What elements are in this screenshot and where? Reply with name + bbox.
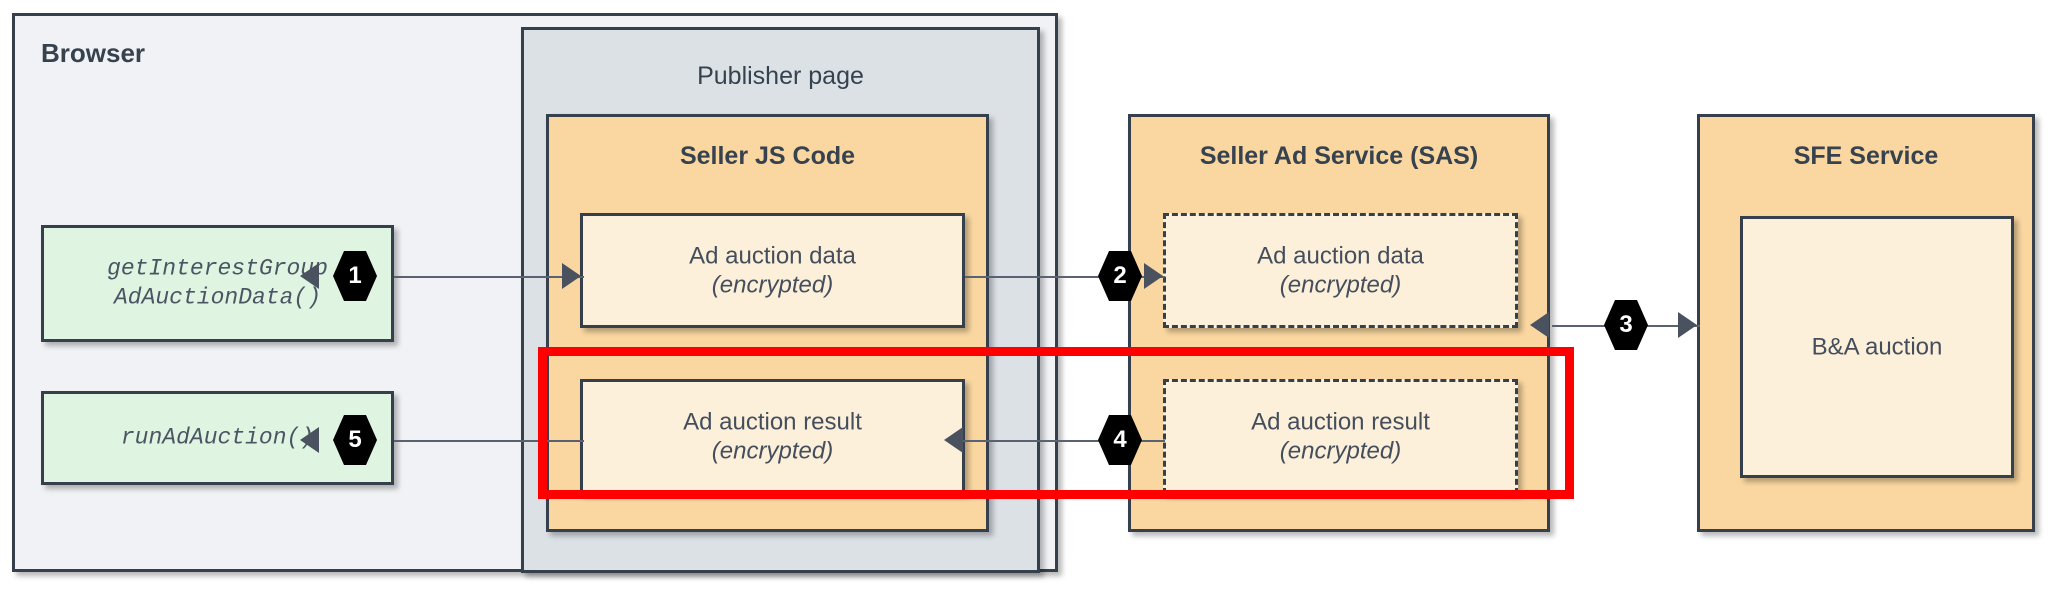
- sas-ad-auction-result-box: Ad auction result (encrypted): [1163, 379, 1518, 494]
- sas-ad-auction-result-text: Ad auction result (encrypted): [1166, 407, 1515, 466]
- arrowhead-to-run-ad-auction: [300, 427, 319, 453]
- arrowhead-to-seller-js-result: [944, 427, 963, 453]
- arrowhead-to-sas-data: [1144, 263, 1163, 289]
- sas-ad-auction-data-box: Ad auction data (encrypted): [1163, 213, 1518, 328]
- step-3-badge: 3: [1604, 300, 1648, 350]
- payload-line-1: Ad auction data: [689, 242, 856, 270]
- payload-line-2: (encrypted): [1279, 437, 1402, 465]
- payload-line-2: (encrypted): [1279, 271, 1402, 299]
- sfe-service-label: SFE Service: [1793, 142, 1939, 170]
- sfe-ba-auction-box: B&A auction: [1740, 216, 2014, 478]
- payload-line-1: Ad auction data: [1257, 242, 1424, 270]
- step-1-badge: 1: [333, 251, 377, 301]
- arrowhead-sfe-to-sas: [1530, 312, 1549, 338]
- connector-1-right: [394, 276, 584, 278]
- publisher-page-label: Publisher page: [697, 62, 864, 90]
- browser-label: Browser: [41, 38, 146, 68]
- payload-line-2: (encrypted): [711, 437, 834, 465]
- connector-5: [394, 440, 584, 442]
- seller-js-ad-auction-result-text: Ad auction result (encrypted): [583, 407, 962, 466]
- seller-ad-service-label: Seller Ad Service (SAS): [1199, 142, 1479, 170]
- payload-line-1: Ad auction result: [1251, 408, 1430, 436]
- sfe-ba-auction-text: B&A auction: [1811, 333, 1943, 361]
- sas-ad-auction-data-text: Ad auction data (encrypted): [1166, 241, 1515, 300]
- arrowhead-to-get-interest-group: [300, 263, 319, 289]
- seller-js-ad-auction-result-box: Ad auction result (encrypted): [580, 379, 965, 494]
- payload-line-2: (encrypted): [711, 271, 834, 299]
- step-4-badge: 4: [1098, 415, 1142, 465]
- payload-line-1: Ad auction result: [683, 408, 862, 436]
- step-2-badge: 2: [1098, 251, 1142, 301]
- connector-4: [960, 440, 1165, 442]
- arrowhead-to-seller-js-data: [562, 263, 581, 289]
- arrowhead-sas-to-sfe: [1678, 312, 1697, 338]
- connector-2: [965, 276, 1165, 278]
- step-5-badge: 5: [333, 415, 377, 465]
- seller-js-ad-auction-data-text: Ad auction data (encrypted): [583, 241, 962, 300]
- seller-js-code-label: Seller JS Code: [679, 142, 856, 170]
- seller-js-ad-auction-data-box: Ad auction data (encrypted): [580, 213, 965, 328]
